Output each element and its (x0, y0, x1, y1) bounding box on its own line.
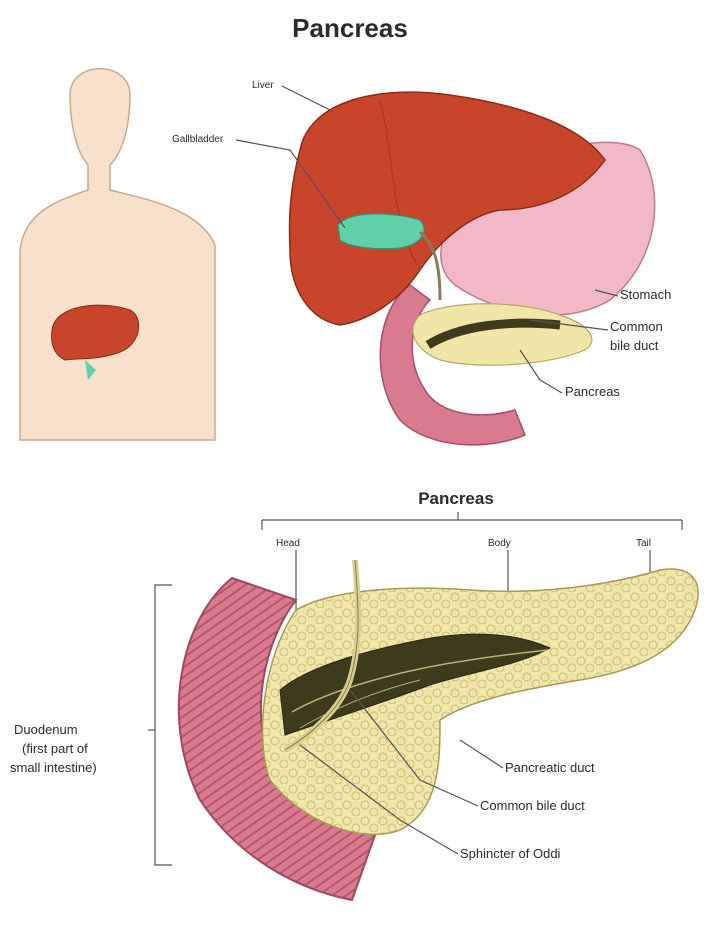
label-common-bile-duct-line2: bile duct (610, 338, 659, 353)
label-sphincter-of-oddi: Sphincter of Oddi (460, 846, 561, 861)
duodenum-bracket (148, 585, 172, 865)
region-tail: Tail (636, 538, 651, 549)
region-body: Body (488, 538, 511, 549)
detail-title: Pancreas (418, 489, 494, 508)
label-liver: Liver (252, 80, 274, 91)
human-body-figure (20, 69, 215, 440)
label-gallbladder: Gallbladder (172, 134, 224, 145)
region-bracket (262, 512, 682, 530)
label-duodenum-line1: Duodenum (14, 722, 78, 737)
label-common-bile-duct-line1: Common (610, 319, 663, 334)
region-head: Head (276, 538, 300, 549)
label-common-bile-duct: Common bile duct (480, 798, 585, 813)
gallbladder-shape (338, 214, 424, 249)
label-pancreatic-duct: Pancreatic duct (505, 760, 595, 775)
label-duodenum-line2: (first part of (22, 741, 88, 756)
label-duodenum-line3: small intestine) (10, 760, 97, 775)
label-stomach: Stomach (620, 287, 671, 302)
diagram-title: Pancreas (292, 13, 408, 43)
label-pancreas-top: Pancreas (565, 384, 620, 399)
